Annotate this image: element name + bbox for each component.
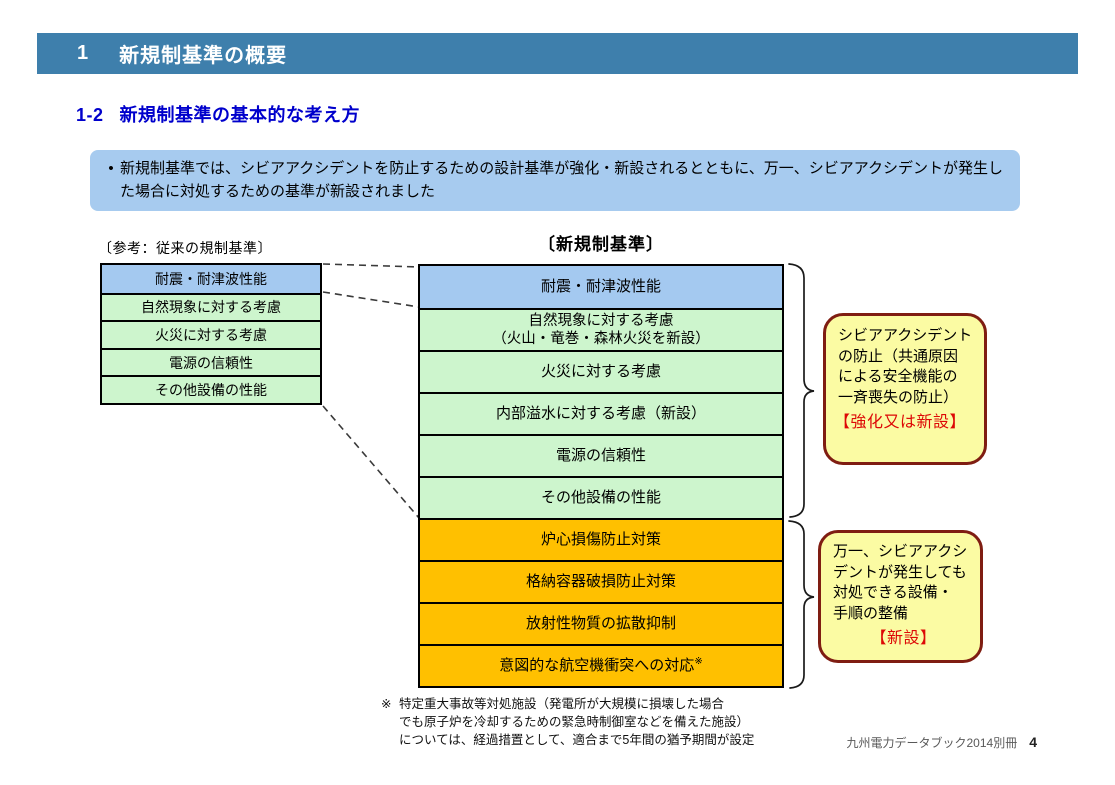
dashed-line-bottom (322, 405, 420, 519)
callout-line: 対処できる設備・ (833, 584, 953, 602)
footnote-marker: ※ (381, 697, 392, 711)
new-table-row-text: 意図的な航空機衝突への対応※ (499, 655, 703, 674)
callout-prevention: シビアアクシデント の防止（共通原因 による安全機能の 一斉喪失の防止） 【強化… (823, 313, 987, 465)
footnote-text: 特定重大事故等対処施設（発電所が大規模に損壊した場合 でも原子炉を冷却するための… (399, 695, 754, 749)
new-table-row-line2: （火山・竜巻・森林火災を新設） (492, 331, 710, 347)
old-table-row: 火災に対する考慮 (102, 320, 320, 348)
subsection-heading: 1-2 新規制基準の基本的な考え方 (76, 101, 360, 127)
new-table-row: 放射性物質の拡散抑制 (420, 602, 782, 644)
callout-line: シビアアクシデント (838, 327, 973, 344)
new-table-row: 意図的な航空機衝突への対応※ (420, 644, 782, 686)
new-table-row: 炉心損傷防止対策 (420, 518, 782, 560)
old-table-row: 電源の信頼性 (102, 347, 320, 376)
new-standards-title: 〔新規制基準〕 (538, 235, 664, 254)
page-footer: 九州電力データブック2014別冊 4 (847, 734, 1038, 751)
footer-source: 九州電力データブック2014別冊 (846, 736, 1018, 750)
new-table-row-line1: 自然現象に対する考慮 (528, 312, 674, 329)
old-standards-label: 〔参考：従来の規制基準〕 (98, 240, 272, 256)
new-table-row: 格納容器破損防止対策 (420, 560, 782, 602)
callout-line: 一斉喪失の防止） (838, 389, 959, 407)
section-header-bar: 1 新規制基準の概要 (37, 33, 1078, 74)
group-braces (788, 263, 815, 689)
brace-lower (788, 520, 815, 689)
brace-upper (788, 263, 815, 518)
new-table-row: 火災に対する考慮 (420, 350, 782, 392)
section-title: 新規制基準の概要 (119, 45, 288, 67)
footnote: ※ 特定重大事故等対処施設（発電所が大規模に損壊した場合 でも原子炉を冷却するた… (381, 695, 754, 749)
footnote-line: については、経過措置として、適合まで5年間の猶予期間が設定 (399, 733, 755, 748)
section-number: 1 (77, 42, 90, 64)
new-table-row: その他設備の性能 (420, 476, 782, 518)
subsection-title: 新規制基準の基本的な考え方 (119, 105, 361, 125)
bullet-icon: • (108, 160, 114, 177)
new-table-row: 自然現象に対する考慮 （火山・竜巻・森林火災を新設） (420, 308, 782, 350)
new-table-row: 電源の信頼性 (420, 434, 782, 476)
callout-line: 手順の整備 (833, 605, 909, 623)
new-table-row: 内部溢水に対する考慮（新設） (420, 392, 782, 434)
callout-response: 万一、シビアアクシ デントが発生しても 対処できる設備・ 手順の整備 【新設】 (818, 530, 983, 663)
dashed-line-middle (322, 291, 420, 308)
old-table-row: 自然現象に対する考慮 (102, 292, 320, 321)
callout-line: による安全機能の (838, 368, 958, 386)
old-table-row: その他設備の性能 (102, 375, 320, 403)
footnote-line: でも原子炉を冷却するための緊急時制御室などを備えた施設） (399, 715, 750, 730)
old-standards-table: 耐震・耐津波性能 自然現象に対する考慮 火災に対する考慮 電源の信頼性 その他設… (100, 263, 322, 405)
callout-line: デントが発生しても (833, 563, 967, 581)
new-table-row: 耐震・耐津波性能 (420, 266, 782, 308)
footnote-line: 特定重大事故等対処施設（発電所が大規模に損壊した場合 (399, 697, 725, 711)
footnote-marker-ref: ※ (694, 655, 703, 667)
subsection-number: 1-2 (76, 105, 104, 125)
dashed-line-top (322, 263, 420, 268)
summary-text: 新規制基準では、シビアアクシデントを防止するための設計基準が強化・新設されるとと… (120, 160, 1004, 201)
callout-tag-strengthened: 【強化又は新設】 (834, 413, 967, 431)
callout-line: の防止（共通原因 (838, 347, 959, 365)
callout-line: 万一、シビアアクシ (833, 543, 968, 560)
callout-tag-new: 【新設】 (870, 629, 937, 647)
dashed-connector-lines (322, 263, 420, 519)
new-standards-table: 耐震・耐津波性能 自然現象に対する考慮 （火山・竜巻・森林火災を新設） 火災に対… (418, 264, 784, 688)
summary-box: • 新規制基準では、シビアアクシデントを防止するための設計基準が強化・新設される… (90, 150, 1020, 211)
old-table-row: 耐震・耐津波性能 (102, 265, 320, 293)
page-number: 4 (1029, 734, 1037, 750)
